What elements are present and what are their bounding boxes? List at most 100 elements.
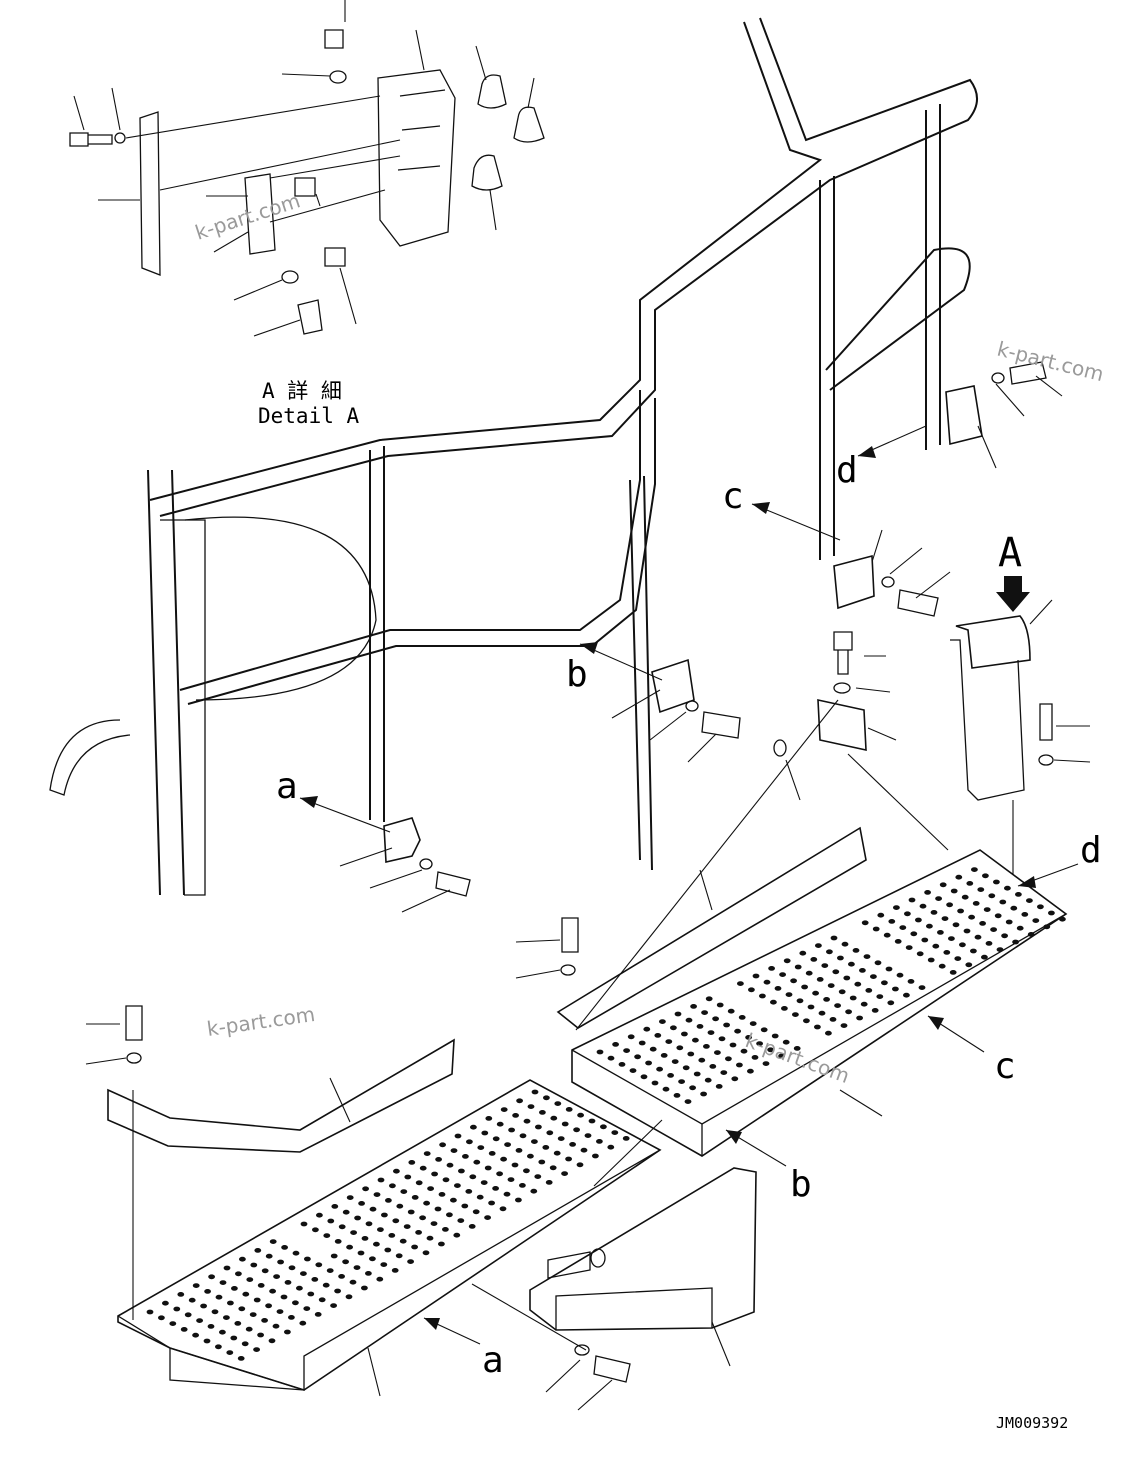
perforation-hole xyxy=(782,1039,790,1045)
perforation-hole xyxy=(859,968,866,973)
perforation-hole xyxy=(834,1003,841,1008)
perforation-hole xyxy=(327,1218,335,1224)
perforation-hole xyxy=(535,1124,542,1130)
perforation-hole xyxy=(793,1046,801,1051)
perforation-hole xyxy=(407,1259,414,1264)
perforation-hole xyxy=(667,1073,674,1078)
perforation-hole xyxy=(950,888,958,894)
perforation-hole xyxy=(543,1095,550,1101)
perforation-hole xyxy=(885,966,893,972)
perforation-hole xyxy=(146,1309,154,1315)
perforation-hole xyxy=(200,1303,208,1309)
perforation-hole xyxy=(235,1271,242,1277)
perforation-hole xyxy=(576,1162,584,1168)
perforation-hole xyxy=(654,1033,662,1038)
perforation-hole xyxy=(188,1297,196,1303)
perforation-hole xyxy=(941,916,949,921)
perforation-hole xyxy=(465,1189,473,1194)
perforation-hole xyxy=(961,894,969,900)
perforation-hole xyxy=(238,1306,246,1312)
perforation-hole xyxy=(684,1099,692,1104)
perforation-hole xyxy=(807,1004,815,1010)
perforation-hole xyxy=(311,1277,319,1282)
perforation-hole xyxy=(569,1142,576,1147)
perforation-hole xyxy=(466,1139,473,1145)
perforation-hole xyxy=(709,1064,717,1069)
perforation-hole xyxy=(561,1121,569,1127)
perforation-hole xyxy=(304,1256,311,1262)
perforation-hole xyxy=(269,1239,277,1244)
perforation-hole xyxy=(662,1086,670,1092)
perforation-hole xyxy=(442,1227,449,1232)
perforation-hole xyxy=(865,988,873,993)
perforation-hole xyxy=(361,1236,369,1241)
perforation-hole xyxy=(849,995,857,1001)
perforation-hole xyxy=(876,994,884,999)
perforation-hole xyxy=(241,1341,249,1347)
perforation-hole xyxy=(698,1057,706,1063)
perforation-hole xyxy=(762,1061,770,1066)
perforation-hole xyxy=(473,1159,481,1165)
perforation-hole xyxy=(685,1017,693,1023)
perforation-hole xyxy=(362,1186,369,1192)
perforation-hole xyxy=(338,1274,345,1279)
perforation-hole xyxy=(231,1286,238,1291)
perforation-hole xyxy=(227,1300,234,1306)
perforation-hole xyxy=(996,947,1004,952)
perforation-hole xyxy=(395,1253,403,1259)
perforation-hole xyxy=(400,1189,408,1194)
perforation-hole xyxy=(689,1085,696,1091)
perforation-hole xyxy=(519,1133,527,1139)
perforation-hole xyxy=(705,996,713,1002)
perforation-hole xyxy=(935,896,942,901)
perforation-hole xyxy=(952,922,960,928)
perforation-hole xyxy=(883,932,891,938)
perforation-hole xyxy=(1015,892,1022,897)
perforation-hole xyxy=(607,1055,615,1061)
perforation-hole xyxy=(854,981,862,987)
perforation-hole xyxy=(527,1153,534,1159)
perforation-hole xyxy=(696,1024,704,1029)
perforation-hole xyxy=(770,999,777,1005)
ref-label-b-upper: b xyxy=(566,654,588,695)
perforation-hole xyxy=(346,1244,353,1250)
perforation-hole xyxy=(596,1049,604,1055)
perforation-hole xyxy=(692,1037,699,1043)
perforation-hole xyxy=(993,879,1000,885)
detail-title-japanese: A 詳 細 xyxy=(262,379,342,403)
perforation-hole xyxy=(431,1171,438,1177)
perforation-hole xyxy=(790,978,797,984)
perforation-hole xyxy=(276,1309,284,1314)
perforation-hole xyxy=(949,970,957,975)
perforation-hole xyxy=(392,1218,400,1224)
perforation-hole xyxy=(693,1071,701,1077)
perforation-hole xyxy=(358,1201,365,1206)
perforation-hole xyxy=(292,1300,299,1306)
watermark-3: k-part.com xyxy=(205,1002,316,1041)
perforation-hole xyxy=(223,1265,231,1271)
perforation-hole xyxy=(659,1019,666,1024)
perforation-hole xyxy=(389,1183,396,1189)
perforation-hole xyxy=(725,1056,732,1062)
perforation-hole xyxy=(226,1350,234,1355)
perforation-hole xyxy=(963,928,971,934)
perforation-hole xyxy=(840,1023,848,1028)
perforation-hole xyxy=(972,901,980,906)
perforation-hole xyxy=(507,1177,515,1182)
perforation-hole xyxy=(369,1256,376,1262)
perforation-hole xyxy=(640,1074,648,1080)
perforation-hole xyxy=(971,867,978,872)
ref-label-d-lower: d xyxy=(1080,830,1102,871)
perforation-hole xyxy=(948,936,955,941)
perforation-hole xyxy=(718,1036,726,1042)
perforation-hole xyxy=(272,1323,280,1329)
perforation-hole xyxy=(539,1110,546,1115)
perforation-hole xyxy=(1005,919,1013,925)
perforation-hole xyxy=(930,910,938,915)
perforation-hole xyxy=(503,1191,511,1197)
perforation-hole xyxy=(983,907,991,912)
perforation-hole xyxy=(1026,898,1033,903)
lower-step xyxy=(107,1038,757,1391)
perforation-hole xyxy=(253,1347,260,1352)
perforation-hole xyxy=(671,1059,679,1064)
